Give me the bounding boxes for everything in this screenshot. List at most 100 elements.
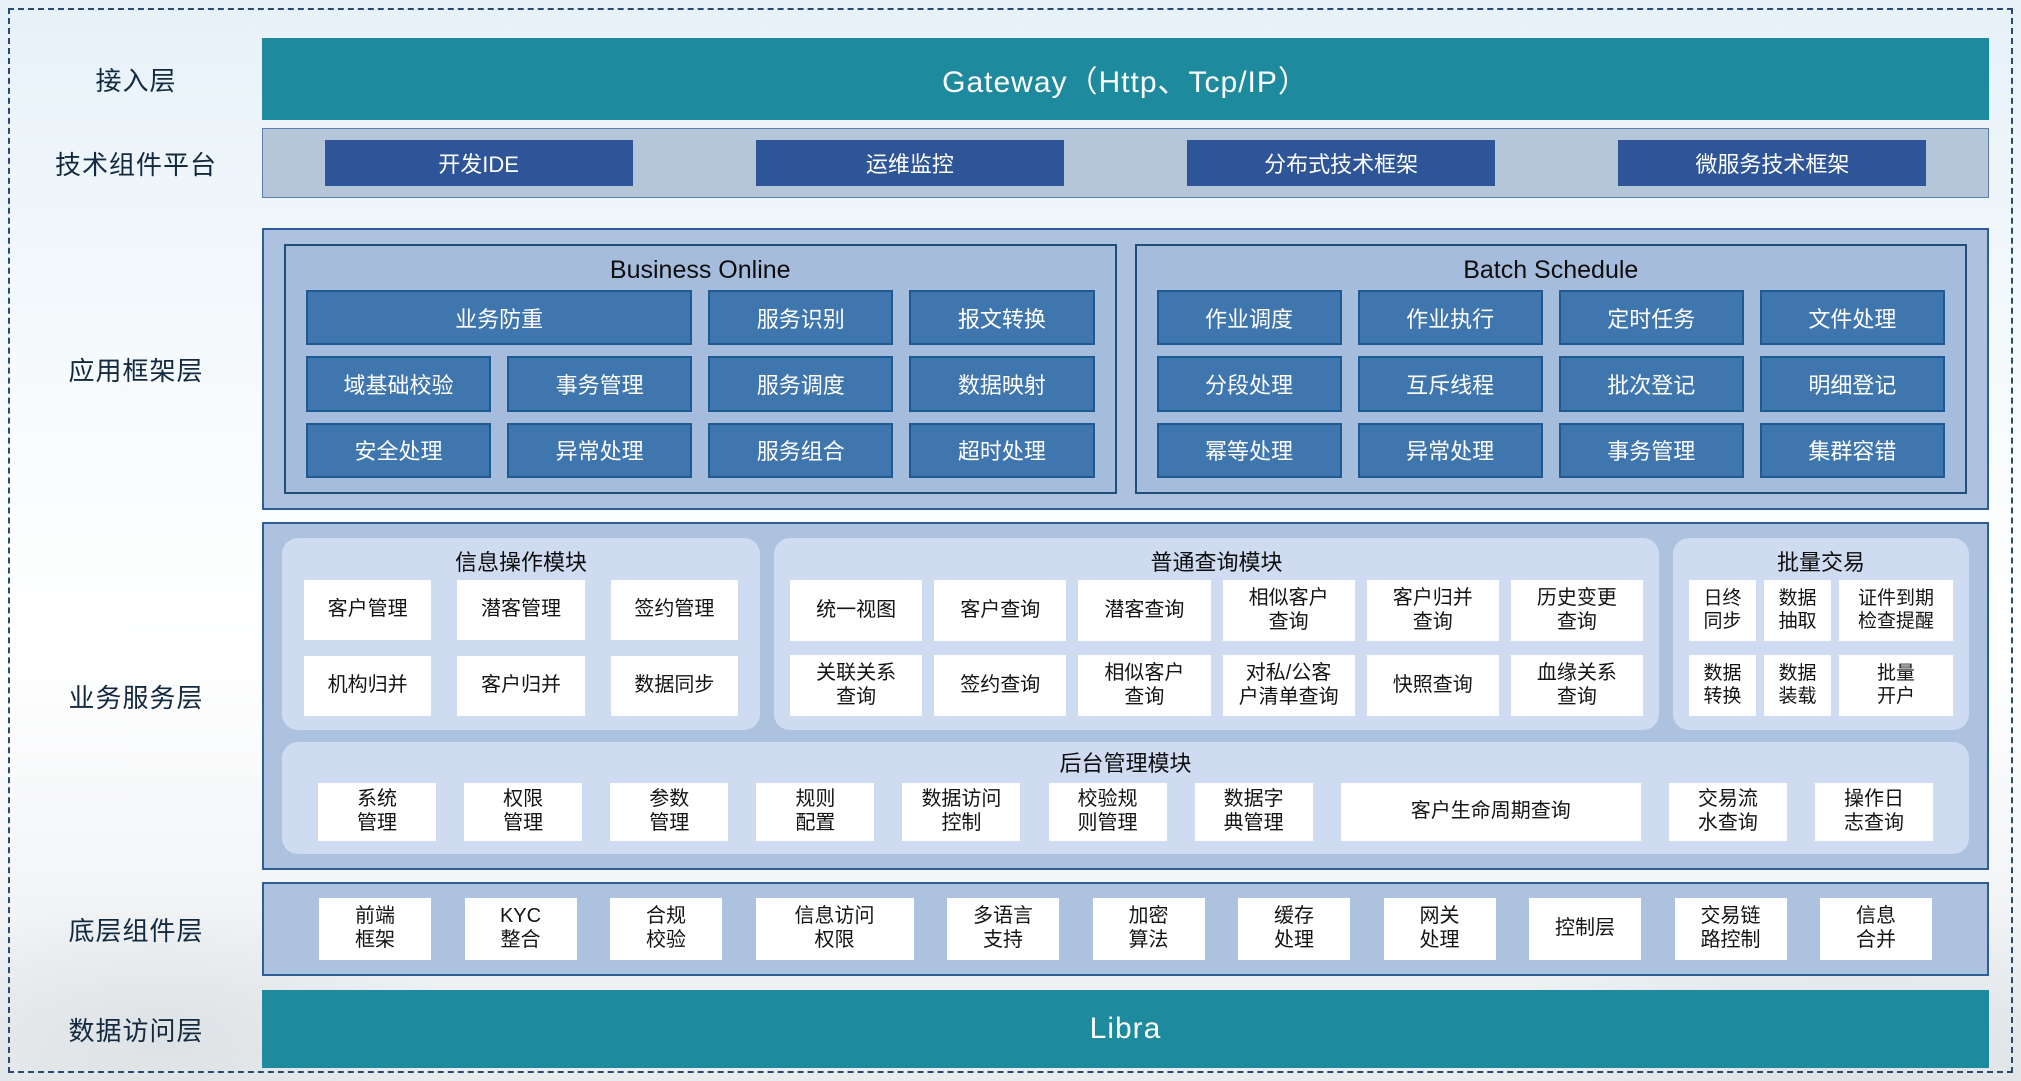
- layer-label-tech-platform: 技术组件平台: [54, 149, 217, 180]
- base-component-item: 信息 合并: [1820, 898, 1932, 960]
- base-component-item: 控制层: [1529, 898, 1641, 960]
- libra-bar: Libra: [262, 990, 1989, 1068]
- framework-item: 超时处理: [909, 422, 1095, 478]
- tech-platform-row: 技术组件平台 开发IDE 运维监控 分布式技术框架 微服务技术框架: [10, 128, 2011, 198]
- framework-item: 业务防重: [306, 290, 693, 346]
- architecture-diagram-frame: 接入层 Gateway（Http、Tcp/IP） 技术组件平台 开发IDE 运维监…: [8, 8, 2013, 1073]
- service-item: 数据 抽取: [1764, 580, 1832, 641]
- base-component-item: 多语言 支持: [947, 898, 1059, 960]
- service-item: 客户管理: [304, 580, 432, 640]
- framework-item: 服务识别: [708, 290, 894, 346]
- management-item: 系统 管理: [318, 783, 436, 841]
- service-modules: 信息操作模块 客户管理潜客管理签约管理机构归并客户归并数据同步 普通查询模块 统…: [282, 538, 1969, 730]
- access-layer-row: 接入层 Gateway（Http、Tcp/IP）: [10, 38, 2011, 120]
- framework-item: 异常处理: [1357, 422, 1543, 478]
- batch-schedule-grid: 作业调度作业执行定时任务文件处理分段处理互斥线程批次登记明细登记幂等处理异常处理…: [1156, 290, 1945, 478]
- service-item: 数据 转换: [1689, 655, 1757, 716]
- management-item: 权限 管理: [464, 783, 583, 841]
- base-component-item: 加密 算法: [1092, 898, 1205, 960]
- service-item: 历史变更 查询: [1510, 580, 1643, 641]
- info-ops-grid: 客户管理潜客管理签约管理机构归并客户归并数据同步: [298, 580, 744, 716]
- service-item: 数据同步: [610, 656, 738, 716]
- base-component-item: 信息访问 权限: [755, 898, 914, 960]
- gateway-bar: Gateway（Http、Tcp/IP）: [262, 38, 1989, 120]
- framework-item: 作业执行: [1357, 290, 1543, 346]
- framework-item: 作业调度: [1156, 290, 1342, 346]
- tech-platform-item: 分布式技术框架: [1187, 140, 1496, 186]
- management-item: 校验规 则管理: [1048, 783, 1167, 841]
- app-framework-row: 应用框架层 Business Online 业务防重服务识别报文转换域基础校验事…: [10, 228, 2011, 510]
- service-item: 客户归并 查询: [1366, 580, 1499, 641]
- framework-item: 事务管理: [1558, 422, 1744, 478]
- framework-item: 报文转换: [909, 290, 1095, 346]
- tech-platform-item: 运维监控: [755, 140, 1064, 186]
- service-item: 签约查询: [934, 655, 1067, 716]
- management-item: 规则 配置: [756, 783, 875, 841]
- business-online-grid: 业务防重服务识别报文转换域基础校验事务管理服务调度数据映射安全处理异常处理服务组…: [306, 290, 1095, 478]
- base-component-item: 缓存 处理: [1238, 898, 1350, 960]
- module-title: 信息操作模块: [454, 550, 587, 575]
- business-online-group: Business Online 业务防重服务识别报文转换域基础校验事务管理服务调…: [284, 244, 1117, 494]
- service-item: 快照查询: [1366, 655, 1499, 716]
- management-item: 交易流 水查询: [1668, 783, 1787, 841]
- base-component-item: 合规 校验: [610, 898, 722, 960]
- service-item: 血缘关系 查询: [1510, 655, 1643, 716]
- framework-item: 集群容错: [1759, 422, 1945, 478]
- service-item: 潜客查询: [1078, 580, 1211, 641]
- data-access-row: 数据访问层 Libra: [10, 990, 2011, 1068]
- layer-label-base-components: 底层组件层: [68, 915, 204, 946]
- service-item: 相似客户 查询: [1222, 580, 1355, 641]
- base-component-item: KYC 整合: [464, 898, 577, 960]
- module-title: 后台管理模块: [1059, 751, 1192, 776]
- service-item: 证件到期 检查提醒: [1839, 580, 1953, 641]
- base-component-item: 交易链 路控制: [1674, 898, 1787, 960]
- framework-item: 幂等处理: [1156, 422, 1342, 478]
- module-title: 普通查询模块: [1150, 550, 1283, 575]
- query-grid: 统一视图客户查询潜客查询相似客户 查询客户归并 查询历史变更 查询关联关系 查询…: [790, 580, 1643, 716]
- base-component-item: 网关 处理: [1383, 898, 1496, 960]
- management-item: 数据字 典管理: [1194, 783, 1313, 841]
- base-components-row: 底层组件层 前端 框架 KYC 整合合规 校验信息访问 权限多语言 支持加密 算法…: [10, 882, 2011, 976]
- business-online-title: Business Online: [609, 256, 791, 284]
- framework-item: 批次登记: [1558, 356, 1744, 412]
- framework-item: 文件处理: [1759, 290, 1945, 346]
- framework-item: 异常处理: [507, 422, 693, 478]
- management-grid: 系统 管理权限 管理参数 管理规则 配置数据访问 控制校验规 则管理数据字 典管…: [298, 780, 1953, 844]
- batch-schedule-title: Batch Schedule: [1463, 256, 1639, 284]
- framework-item: 分段处理: [1156, 356, 1342, 412]
- base-component-item: 前端 框架: [319, 898, 431, 960]
- framework-item: 定时任务: [1558, 290, 1744, 346]
- management-item: 操作日 志查询: [1814, 783, 1933, 841]
- service-item: 日终 同步: [1689, 580, 1757, 641]
- service-item: 关联关系 查询: [790, 655, 923, 716]
- base-components-box: 前端 框架 KYC 整合合规 校验信息访问 权限多语言 支持加密 算法缓存 处理网…: [262, 882, 1989, 976]
- tech-platform-item: 开发IDE: [324, 140, 633, 186]
- service-item: 机构归并: [304, 656, 432, 716]
- management-item: 参数 管理: [610, 783, 729, 841]
- service-item: 对私/公客 户清单查询: [1222, 655, 1355, 716]
- framework-item: 事务管理: [507, 356, 693, 412]
- tech-platform-item: 微服务技术框架: [1618, 140, 1927, 186]
- layer-label-app-framework: 应用框架层: [68, 355, 204, 386]
- framework-item: 明细登记: [1759, 356, 1945, 412]
- module-card-batch: 批量交易 日终 同步数据 抽取证件到期 检查提醒数据 转换数据 装载批量 开户: [1673, 538, 1969, 730]
- module-title: 批量交易: [1776, 550, 1865, 575]
- batch-schedule-group: Batch Schedule 作业调度作业执行定时任务文件处理分段处理互斥线程批…: [1134, 244, 1967, 494]
- service-item: 签约管理: [610, 580, 738, 640]
- management-item: 数据访问 控制: [902, 783, 1021, 841]
- management-item: 客户生命周期查询: [1340, 783, 1641, 841]
- service-item: 潜客管理: [457, 580, 585, 640]
- app-framework-box: Business Online 业务防重服务识别报文转换域基础校验事务管理服务调…: [262, 228, 1989, 510]
- framework-item: 数据映射: [909, 356, 1095, 412]
- framework-item: 安全处理: [306, 422, 492, 478]
- layer-label-data-access: 数据访问层: [68, 1015, 204, 1046]
- layer-label-access: 接入层: [95, 65, 177, 96]
- framework-item: 域基础校验: [306, 356, 492, 412]
- framework-item: 互斥线程: [1357, 356, 1543, 412]
- module-card-management: 后台管理模块 系统 管理权限 管理参数 管理规则 配置数据访问 控制校验规 则管…: [282, 742, 1969, 854]
- layer-label-business-service: 业务服务层: [68, 682, 204, 713]
- module-card-query: 普通查询模块 统一视图客户查询潜客查询相似客户 查询客户归并 查询历史变更 查询…: [774, 538, 1659, 730]
- service-item: 相似客户 查询: [1078, 655, 1211, 716]
- business-service-box: 信息操作模块 客户管理潜客管理签约管理机构归并客户归并数据同步 普通查询模块 统…: [262, 522, 1989, 870]
- framework-item: 服务组合: [708, 422, 894, 478]
